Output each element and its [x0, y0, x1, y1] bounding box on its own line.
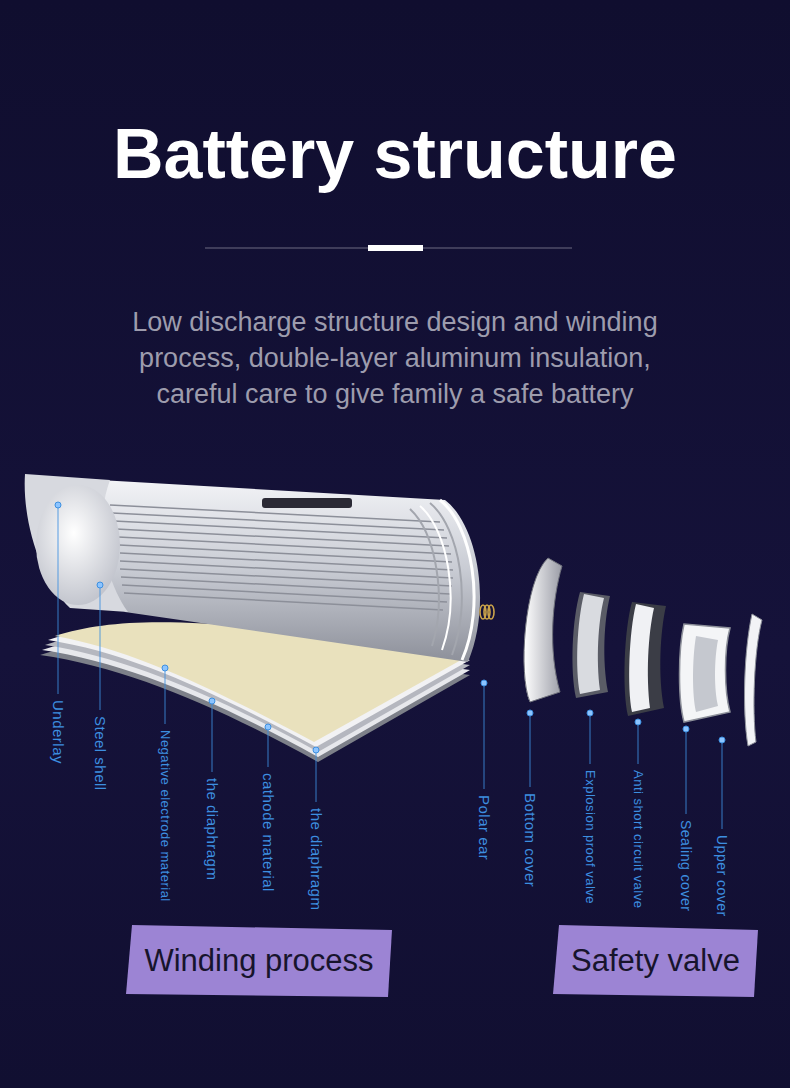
illustration-line	[484, 683, 485, 789]
illustration-path	[121, 577, 450, 594]
illustration-path	[680, 624, 731, 722]
illustration-line	[268, 727, 269, 767]
separator-accent	[368, 245, 423, 251]
illustration-circle	[162, 665, 168, 671]
band-label: Safety valve	[553, 925, 758, 979]
illustration-path	[577, 594, 604, 694]
illustration-circle	[55, 502, 61, 508]
illustration-path	[625, 602, 666, 716]
section-band: Safety valve	[553, 925, 758, 997]
illustration-circle	[481, 680, 487, 686]
illustration-path	[745, 614, 762, 746]
part-label: Explosion proof valve	[582, 770, 598, 904]
illustration-line	[722, 740, 723, 829]
illustration-line	[638, 722, 639, 764]
leader-lines	[58, 505, 722, 829]
safety-valve-parts	[524, 558, 762, 746]
band-fill	[553, 925, 758, 997]
part-label: Steel shell	[91, 716, 109, 791]
illustration-line	[212, 701, 213, 772]
illustration-line	[58, 505, 59, 694]
illustration-circle	[313, 747, 319, 753]
wound-cell	[25, 474, 480, 662]
illustration-circle	[719, 737, 725, 743]
leader-dots	[55, 502, 725, 753]
part-label: cathode material	[259, 773, 277, 892]
illustration-path	[120, 569, 452, 586]
illustration-path	[629, 604, 654, 712]
page-caption: Low discharge structure design and windi…	[95, 304, 695, 412]
illustration-path	[693, 636, 718, 712]
illustration-line	[100, 585, 101, 710]
illustration-line	[316, 750, 317, 802]
illustration-path	[25, 474, 128, 612]
illustration-path	[410, 509, 439, 646]
part-label: Anti short circuit valve	[630, 770, 646, 908]
polar-ear	[480, 605, 494, 619]
illustration-line	[590, 713, 591, 764]
illustration-circle	[587, 710, 593, 716]
illustration-rect	[262, 498, 352, 508]
part-label: the diaphragm	[203, 778, 221, 880]
part-label: Upper cover	[713, 835, 730, 917]
illustration-line	[530, 713, 531, 787]
illustration-path	[114, 521, 447, 538]
illustration-circle	[527, 710, 533, 716]
illustration-path	[122, 585, 447, 602]
part-label: Negative electrode material	[157, 730, 173, 902]
band-fill	[126, 925, 392, 997]
page-title: Battery structure	[0, 112, 790, 196]
part-label: the diaphragm	[307, 808, 325, 910]
illustration-path	[118, 537, 451, 554]
illustration-path	[573, 592, 610, 698]
illustration-path	[120, 561, 453, 578]
illustration-circle	[209, 698, 215, 704]
illustration-path	[116, 529, 449, 546]
illustration-path	[120, 553, 453, 570]
illustration-path	[119, 545, 452, 562]
illustration-path	[124, 593, 443, 610]
illustration-circle	[635, 719, 641, 725]
illustration-circle	[265, 724, 271, 730]
band-label: Winding process	[126, 925, 392, 979]
part-label: Bottom cover	[521, 793, 539, 887]
part-label: Underlay	[49, 700, 67, 764]
illustration-ellipse	[36, 485, 120, 605]
illustration-path	[112, 513, 444, 530]
illustration-path	[524, 558, 562, 702]
part-label: Polar ear	[475, 795, 493, 860]
section-band: Winding process	[126, 925, 392, 997]
illustration-ellipse	[488, 605, 494, 619]
part-label: Sealing cover	[677, 820, 694, 911]
illustration-circle	[683, 726, 689, 732]
illustration-line	[686, 729, 687, 814]
illustration-circle	[97, 582, 103, 588]
illustration-path	[30, 476, 480, 662]
illustration-line	[165, 668, 166, 724]
